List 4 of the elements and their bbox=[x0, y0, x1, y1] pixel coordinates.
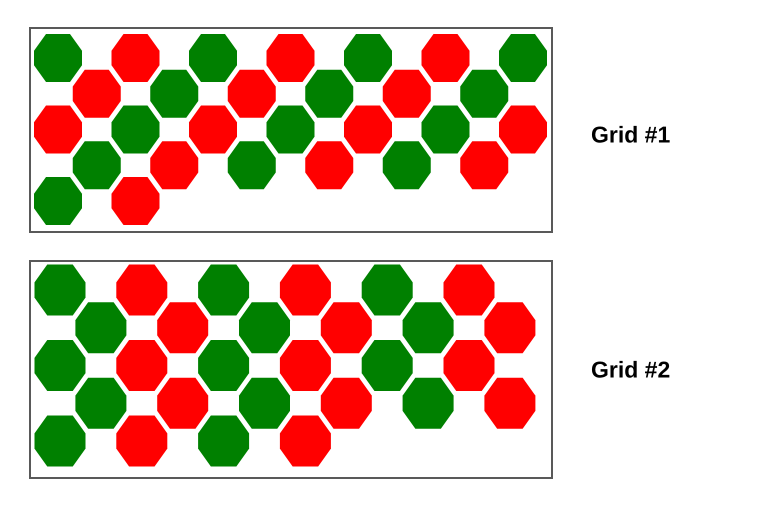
grid-label: Grid #2 bbox=[591, 358, 670, 382]
grid-label: Grid #1 bbox=[591, 124, 670, 146]
grid-frame bbox=[29, 260, 553, 479]
grid-frame bbox=[29, 27, 553, 233]
